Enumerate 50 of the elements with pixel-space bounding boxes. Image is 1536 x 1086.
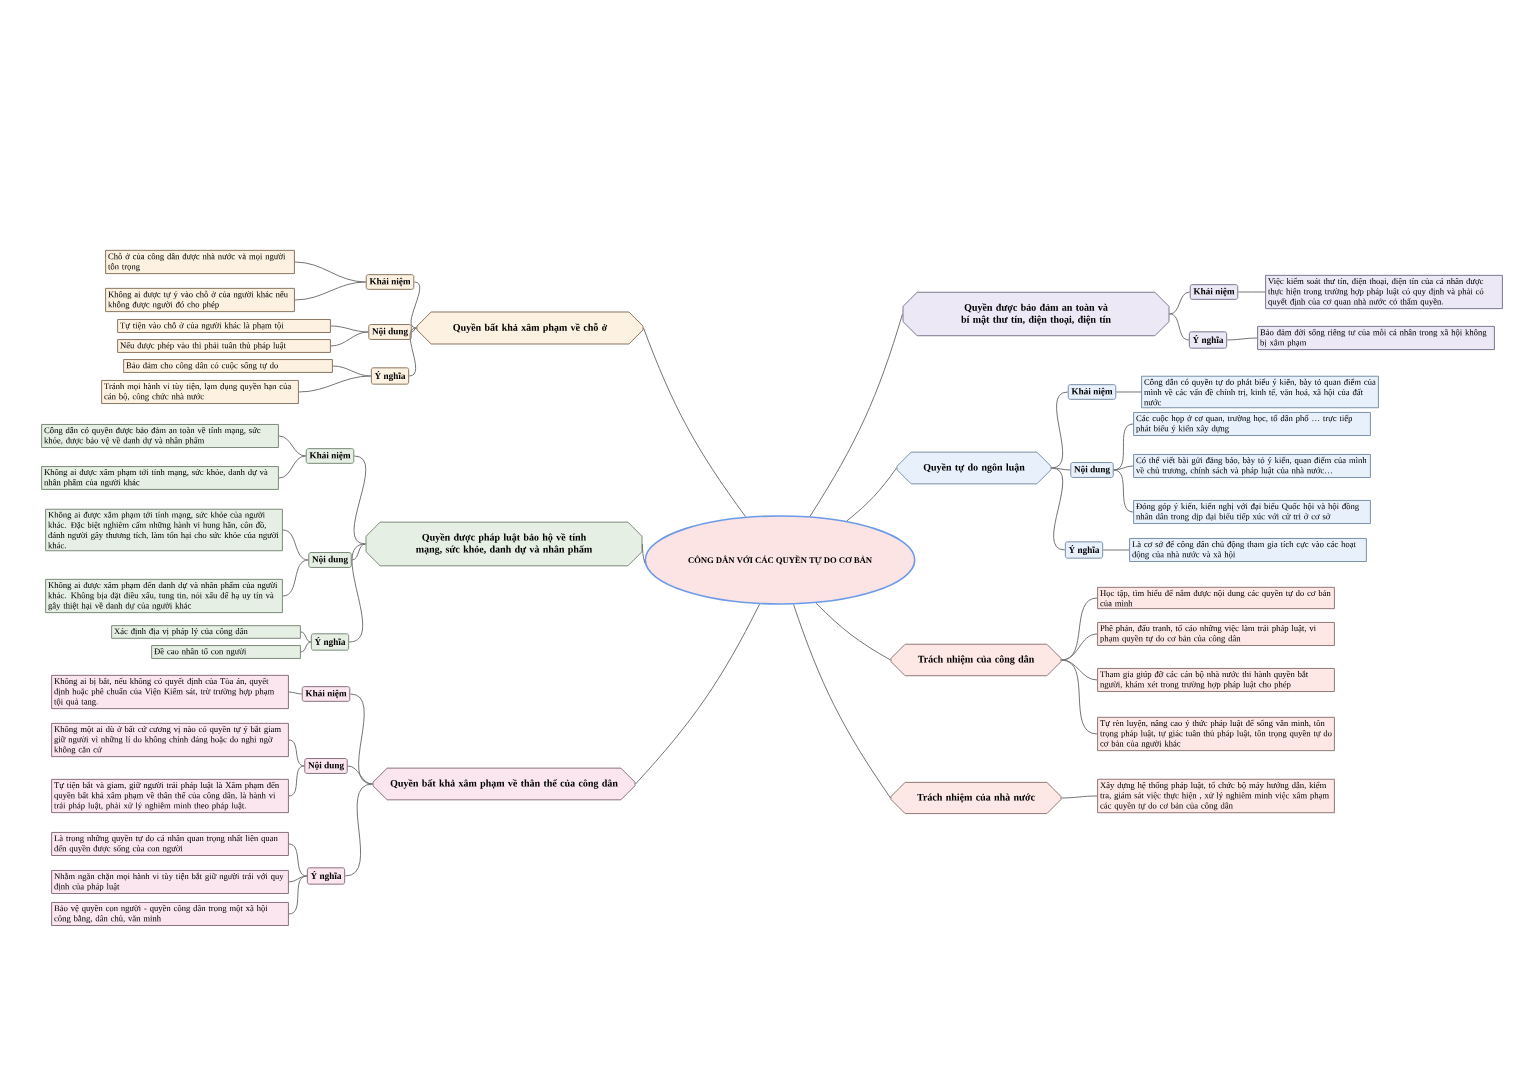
connector [282,559,309,597]
connector [288,875,308,915]
connector [809,313,903,517]
connector [410,281,421,329]
connector [349,693,373,785]
connector [1115,391,1142,393]
connector [411,327,417,333]
connector [330,325,369,333]
connector [330,331,369,347]
connector [1113,469,1134,513]
connector [298,375,372,393]
connector [1061,659,1098,735]
connector [288,875,308,883]
connector [642,543,646,564]
connector [1051,467,1066,551]
connector [1113,465,1134,471]
connector [288,739,305,767]
connector [1237,291,1266,293]
connector [1051,391,1069,469]
connector [1051,467,1071,471]
connector [643,327,747,518]
connector [1102,549,1130,551]
connector [1169,291,1191,315]
connector [288,691,303,695]
connector [1061,633,1098,661]
connector [278,455,307,479]
connector [635,603,761,785]
connector [344,783,373,877]
connector [332,365,372,377]
connector [1061,795,1098,799]
connector [353,455,367,545]
connector [1061,659,1098,681]
connector [288,765,305,797]
connector [815,602,891,661]
connector [1226,337,1258,341]
connector [294,281,367,301]
connector [294,261,367,283]
connector [300,631,312,643]
connector [300,641,312,653]
connector [1169,313,1190,341]
connector [348,543,366,643]
connector [351,543,366,561]
connector [1113,423,1134,471]
connector [846,467,897,522]
connector [793,604,891,799]
connector [347,765,373,785]
connector [282,529,309,561]
connector [278,435,307,457]
connector [288,843,308,877]
connector [408,327,417,377]
